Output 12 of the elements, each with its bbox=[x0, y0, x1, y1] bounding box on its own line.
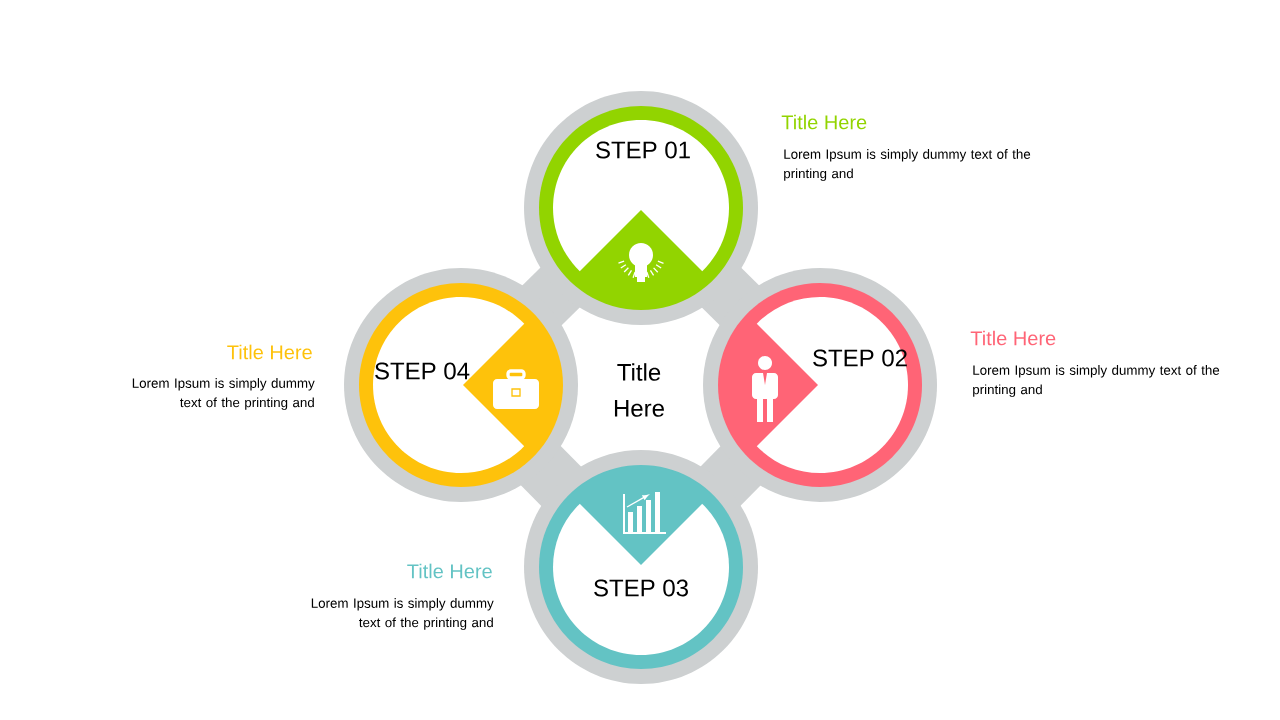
step-heading: Title Here bbox=[781, 114, 867, 130]
node-label: STEP 03 bbox=[594, 579, 688, 597]
step-heading: Title Here bbox=[227, 344, 312, 360]
node-label: STEP 04 bbox=[375, 362, 470, 380]
step-description: Lorem Ipsum is simply dummy text of the printing and bbox=[132, 378, 315, 410]
step-heading: Title Here bbox=[407, 563, 492, 579]
center-title: Title Here bbox=[614, 363, 664, 417]
step-heading: Title Here bbox=[970, 330, 1056, 346]
step-description: Lorem Ipsum is simply dummy text of the printing and bbox=[784, 149, 1031, 181]
step-description: Lorem Ipsum is simply dummy text of the printing and bbox=[973, 365, 1220, 397]
node-label: STEP 01 bbox=[596, 141, 690, 159]
step-description: Lorem Ipsum is simply dummy text of the printing and bbox=[311, 598, 494, 630]
